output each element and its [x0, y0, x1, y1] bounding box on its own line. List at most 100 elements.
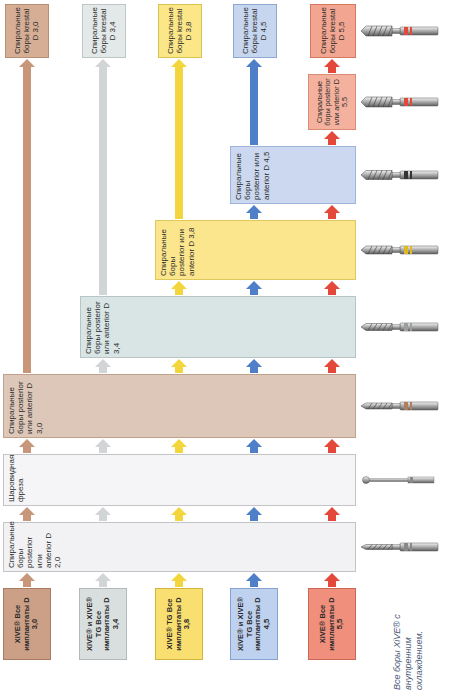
- flow-arrow: [324, 205, 340, 219]
- arrow-head: [324, 205, 340, 213]
- arrow-head: [95, 359, 111, 367]
- drill-label: Спиральные боры posterior или anterior D…: [84, 300, 121, 354]
- arrow-shaft: [99, 581, 107, 588]
- arrow-shaft: [99, 67, 107, 296]
- drill-label: Спиральные боры posterior или anterior D…: [159, 224, 196, 276]
- arrow-head: [246, 59, 262, 67]
- arrow-shaft: [328, 139, 336, 146]
- flow-arrow: [19, 573, 35, 587]
- drill-label: Шаровидная фреза: [7, 458, 25, 502]
- flow-arrow: [246, 439, 262, 453]
- implant-box: XiVE® и XiVE® TG Все имплантаты D 3,4: [79, 588, 127, 660]
- drill-label: Спиральные боры krestal D 4,5: [241, 8, 269, 54]
- arrow-head: [246, 439, 262, 447]
- implant-label: XiVE® Все имплантаты D 5,5: [319, 592, 345, 656]
- drill-box: Спиральные боры krestal D 3,8: [158, 4, 202, 58]
- arrow-head: [171, 507, 187, 515]
- flow-arrow: [324, 439, 340, 453]
- arrow-shaft: [328, 213, 336, 220]
- arrow-head: [95, 573, 111, 581]
- drill-box: Спиральные боры krestal D 3,4: [82, 4, 126, 58]
- drill-label: Спиральные боры krestal D 5,5: [319, 8, 347, 54]
- implant-box: XiVE® и XiVE® TG Все имплантаты D 4,5: [230, 588, 278, 660]
- arrow-head: [171, 573, 187, 581]
- arrow-shaft: [99, 367, 107, 374]
- arrow-head: [95, 59, 111, 67]
- drill-drawing: [361, 323, 438, 331]
- arrow-head: [324, 507, 340, 515]
- flow-arrow: [246, 359, 262, 373]
- arrow-head: [95, 439, 111, 447]
- arrow-head: [246, 507, 262, 515]
- arrow-head: [246, 573, 262, 581]
- implant-label: XiVE® Все имплантаты D 3,0: [14, 592, 40, 656]
- drill-drawing: [361, 402, 438, 410]
- arrow-shaft: [99, 447, 107, 454]
- arrow-shaft: [175, 289, 183, 296]
- arrow-head: [171, 439, 187, 447]
- arrow-shaft: [250, 213, 258, 220]
- implant-label: XiVE® и XiVE® TG Все имплантаты D 4,5: [237, 592, 272, 656]
- flow-arrow: [171, 507, 187, 521]
- drill-stage-band: Спиральные боры posterior или anterior D…: [3, 522, 356, 572]
- drill-label: Спиральные боры krestal D 3,0: [13, 8, 41, 54]
- flow-arrow: [246, 281, 262, 295]
- implant-box: XiVE® Все имплантаты D 3,0: [3, 588, 51, 660]
- flow-arrow: [324, 281, 340, 295]
- arrow-shaft: [328, 515, 336, 522]
- flow-arrow: [171, 281, 187, 295]
- arrow-shaft: [250, 447, 258, 454]
- arrow-shaft: [175, 67, 183, 220]
- flow-arrow: [324, 507, 340, 521]
- drill-drawing: [363, 477, 435, 484]
- arrow-head: [246, 205, 262, 213]
- flow-arrow: [95, 573, 111, 587]
- flow-arrow: [19, 507, 35, 521]
- arrow-shaft: [250, 515, 258, 522]
- drill-stage-band: Спиральные боры posterior или anterior D…: [230, 146, 356, 204]
- arrow-shaft: [328, 367, 336, 374]
- drill-box: Спиральные боры krestal D 3,0: [5, 4, 49, 58]
- arrow-shaft: [175, 367, 183, 374]
- arrow-shaft: [23, 581, 31, 588]
- arrow-shaft: [250, 289, 258, 296]
- flow-arrow: [246, 573, 262, 587]
- drill-label: Спиральные боры posterior или anterior D…: [7, 526, 62, 568]
- arrow-shaft: [175, 447, 183, 454]
- drill-box: Спиральные боры krestal D 5,5: [310, 4, 356, 58]
- implant-box: XiVE® TG Все имплантаты D 3,8: [155, 588, 203, 660]
- flow-arrow: [324, 573, 340, 587]
- flow-arrow: [246, 507, 262, 521]
- implant-box: XiVE® Все имплантаты D 5,5: [308, 588, 356, 660]
- flow-arrow: [171, 59, 187, 219]
- drill-box: Спиральные боры posterior или anterior D…: [308, 74, 356, 130]
- arrow-head: [19, 439, 35, 447]
- arrow-head: [324, 573, 340, 581]
- drill-drawing: [361, 246, 438, 254]
- flow-arrow: [95, 359, 111, 373]
- drill-drawing: [361, 97, 438, 107]
- arrow-head: [246, 359, 262, 367]
- arrow-head: [95, 507, 111, 515]
- drill-label: Спиральные боры posterior или anterior D…: [316, 78, 349, 126]
- arrow-head: [324, 59, 340, 67]
- flow-arrow: [324, 359, 340, 373]
- drill-label: Спиральные боры posterior или anterior D…: [234, 150, 271, 200]
- arrow-head: [324, 281, 340, 289]
- arrow-head: [171, 59, 187, 67]
- arrow-shaft: [328, 67, 336, 74]
- arrow-shaft: [250, 581, 258, 588]
- flow-arrow: [324, 59, 340, 73]
- footnote: Все боры XiVE® с внутренним охлаждением.: [392, 586, 424, 690]
- arrow-shaft: [328, 581, 336, 588]
- drill-label: Спиральные боры posterior или anterior D…: [7, 378, 44, 434]
- arrow-shaft: [328, 289, 336, 296]
- flow-arrow: [171, 573, 187, 587]
- implant-label: XiVE® TG Все имплантаты D 3,8: [166, 592, 192, 656]
- flow-arrow: [95, 507, 111, 521]
- drill-stage-band: Спиральные боры posterior или anterior D…: [80, 296, 356, 358]
- flow-arrow: [19, 439, 35, 453]
- flow-arrow: [246, 59, 262, 145]
- flow-arrow: [171, 439, 187, 453]
